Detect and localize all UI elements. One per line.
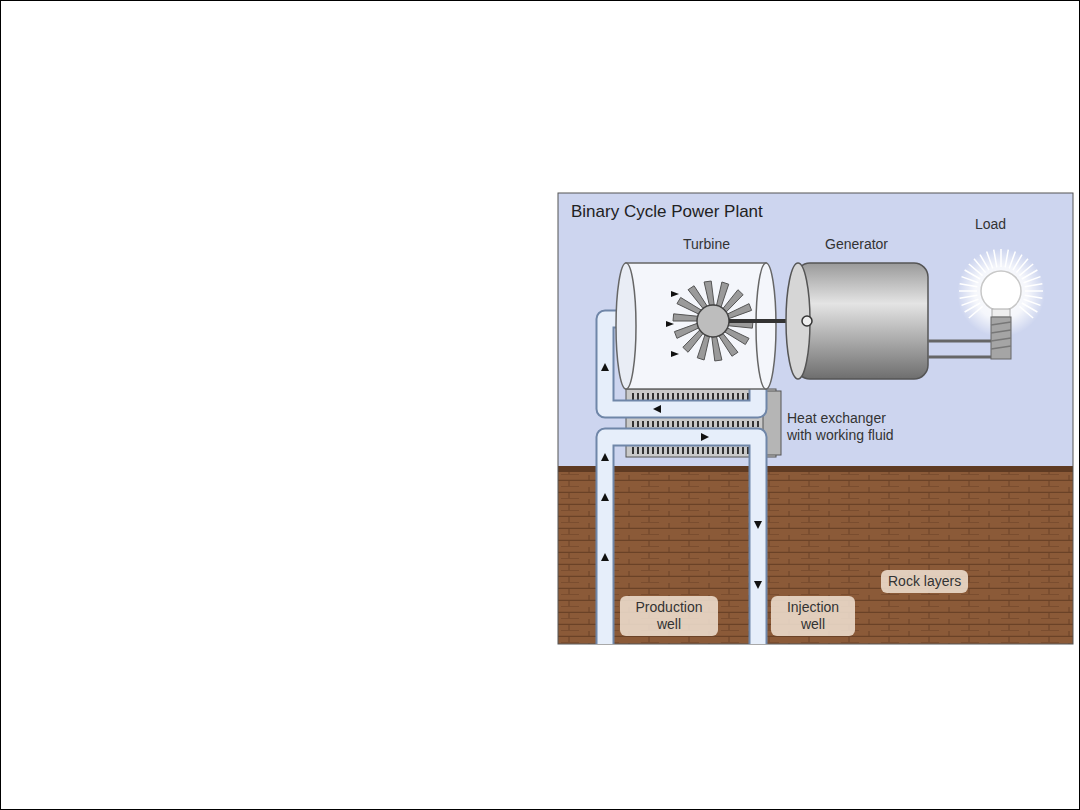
- part-label: Generator: [825, 236, 888, 253]
- tag-text: Injection well: [778, 599, 848, 633]
- label-tag: Injection well: [771, 596, 855, 636]
- part-label: Heat exchanger with working fluid: [787, 410, 912, 444]
- light-bulb: [957, 249, 1045, 359]
- label-tag: Rock layers: [881, 570, 968, 593]
- label-tag: Production well: [620, 596, 718, 636]
- tag-text: Rock layers: [888, 573, 961, 590]
- part-label: Turbine: [683, 236, 730, 253]
- sky-panel: [558, 193, 1073, 644]
- ground: [558, 466, 1073, 644]
- tag-text: Production well: [627, 599, 711, 633]
- ground-surface: [558, 466, 1073, 472]
- turbine: [616, 263, 776, 389]
- panel-border: [558, 193, 1073, 644]
- part-label: Load: [975, 216, 1006, 233]
- generator: [786, 263, 928, 379]
- diagram-title: Binary Cycle Power Plant: [571, 202, 763, 222]
- wires: [928, 341, 991, 357]
